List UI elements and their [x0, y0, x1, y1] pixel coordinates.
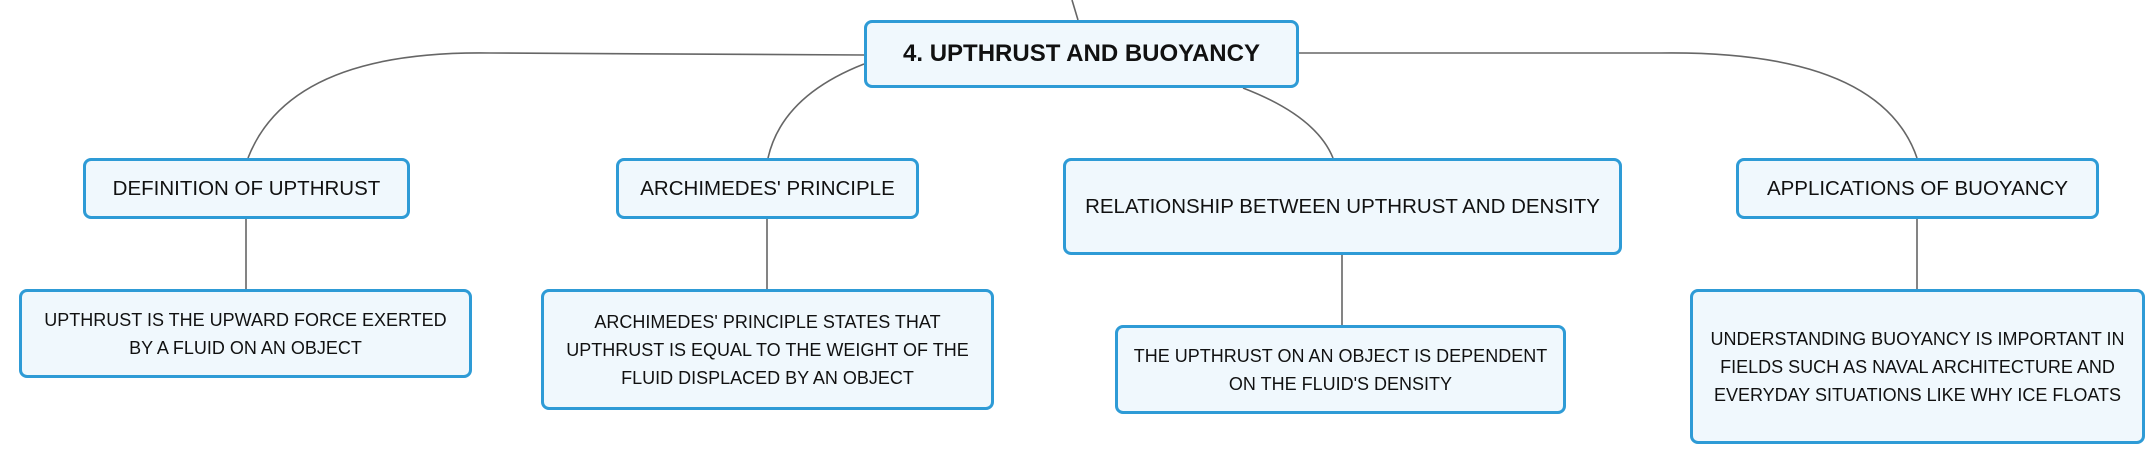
detail-node-applications[interactable]: UNDERSTANDING BUOYANCY IS IMPORTANT IN F… — [1690, 289, 2145, 444]
connector-root-to-definition — [247, 52, 865, 159]
detail-node-archimedes[interactable]: ARCHIMEDES' PRINCIPLE STATES THAT UPTHRU… — [541, 289, 994, 410]
branch-label-definition: DEFINITION OF UPTHRUST — [112, 176, 381, 200]
detail-text-archimedes: ARCHIMEDES' PRINCIPLE STATES THAT UPTHRU… — [566, 311, 969, 388]
detail-node-relationship[interactable]: THE UPTHRUST ON AN OBJECT IS DEPENDENT O… — [1115, 325, 1566, 414]
detail-text-definition: UPTHRUST IS THE UPWARD FORCE EXERTED BY … — [44, 309, 447, 358]
detail-node-definition[interactable]: UPTHRUST IS THE UPWARD FORCE EXERTED BY … — [19, 289, 472, 378]
branch-node-relationship[interactable]: RELATIONSHIP BETWEEN UPTHRUST AND DENSIT… — [1063, 158, 1622, 255]
root-topic-label: 4. UPTHRUST AND BUOYANCY — [903, 40, 1260, 67]
connector-root-to-archimedes — [767, 63, 865, 159]
branch-label-archimedes: ARCHIMEDES' PRINCIPLE — [640, 176, 895, 200]
detail-text-applications: UNDERSTANDING BUOYANCY IS IMPORTANT IN F… — [1710, 328, 2125, 405]
detail-text-relationship: THE UPTHRUST ON AN OBJECT IS DEPENDENT O… — [1133, 345, 1548, 394]
connector-root-to-relationship — [1242, 87, 1334, 159]
connector-parent-to-root — [1071, 0, 1079, 21]
branch-node-definition[interactable]: DEFINITION OF UPTHRUST — [83, 158, 410, 219]
branch-node-applications[interactable]: APPLICATIONS OF BUOYANCY — [1736, 158, 2099, 219]
branch-node-archimedes[interactable]: ARCHIMEDES' PRINCIPLE — [616, 158, 919, 219]
branch-label-relationship: RELATIONSHIP BETWEEN UPTHRUST AND DENSIT… — [1085, 194, 1600, 218]
branch-label-applications: APPLICATIONS OF BUOYANCY — [1766, 176, 2069, 200]
connector-root-to-applications — [1299, 52, 1918, 159]
root-topic-node[interactable]: 4. UPTHRUST AND BUOYANCY — [864, 20, 1299, 88]
